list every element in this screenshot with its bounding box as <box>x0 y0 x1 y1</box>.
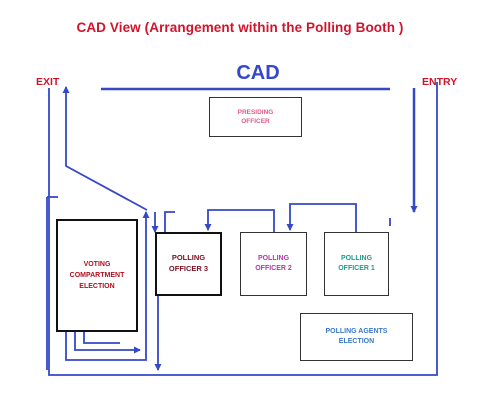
polling-officer-3-line-1: POLLING <box>171 253 206 263</box>
voting-compartment-line-1: VOTING <box>83 260 111 268</box>
booth-outline <box>48 82 438 376</box>
presiding-officer-line-1: PRESIDING <box>237 108 274 116</box>
polling-officer-3-line-2: OFFICER 3 <box>168 264 209 273</box>
polling-officer-1-line-1: POLLING <box>340 254 373 262</box>
polling-agents-line-2: ELECTION <box>338 338 375 345</box>
voting-compartment-line-2: COMPARTMENT <box>69 271 125 279</box>
polling-officer-3-box: POLLING OFFICER 3 <box>155 232 222 296</box>
entry-label: ENTRY <box>422 76 458 88</box>
exit-arrow <box>62 86 148 211</box>
polling-officer-1-line-2: OFFICER 1 <box>338 265 375 272</box>
polling-officer-2-line-1: POLLING <box>257 254 290 262</box>
voting-exit-path-2 <box>83 332 120 344</box>
voting-compartment-line-3: ELECTION <box>79 283 115 291</box>
presiding-officer-line-2: OFFICER <box>241 118 270 125</box>
cad-label: CAD <box>236 62 280 84</box>
voting-exit-path <box>74 332 141 354</box>
polling-officer-2-line-2: OFFICER 2 <box>255 265 292 272</box>
polling-officer-1-box: POLLING OFFICER 1 <box>324 232 389 296</box>
officer2-to-officer3-arrow <box>204 209 275 232</box>
polling-officer-2-box: POLLING OFFICER 2 <box>240 232 307 296</box>
polling-agents-box: POLLING AGENTS ELECTION <box>300 313 413 361</box>
exit-label: EXIT <box>36 76 60 88</box>
voting-compartment-box: VOTING COMPARTMENT ELECTION <box>56 219 138 332</box>
polling-agents-line-1: POLLING AGENTS <box>325 327 388 335</box>
officer3-top-link <box>164 211 175 232</box>
presiding-officer-box: PRESIDING OFFICER <box>209 97 302 137</box>
voting-return-path <box>65 211 150 361</box>
diagram-title: CAD View (Arrangement within the Polling… <box>76 20 404 35</box>
officer1-to-officer2-arrow <box>286 203 357 232</box>
